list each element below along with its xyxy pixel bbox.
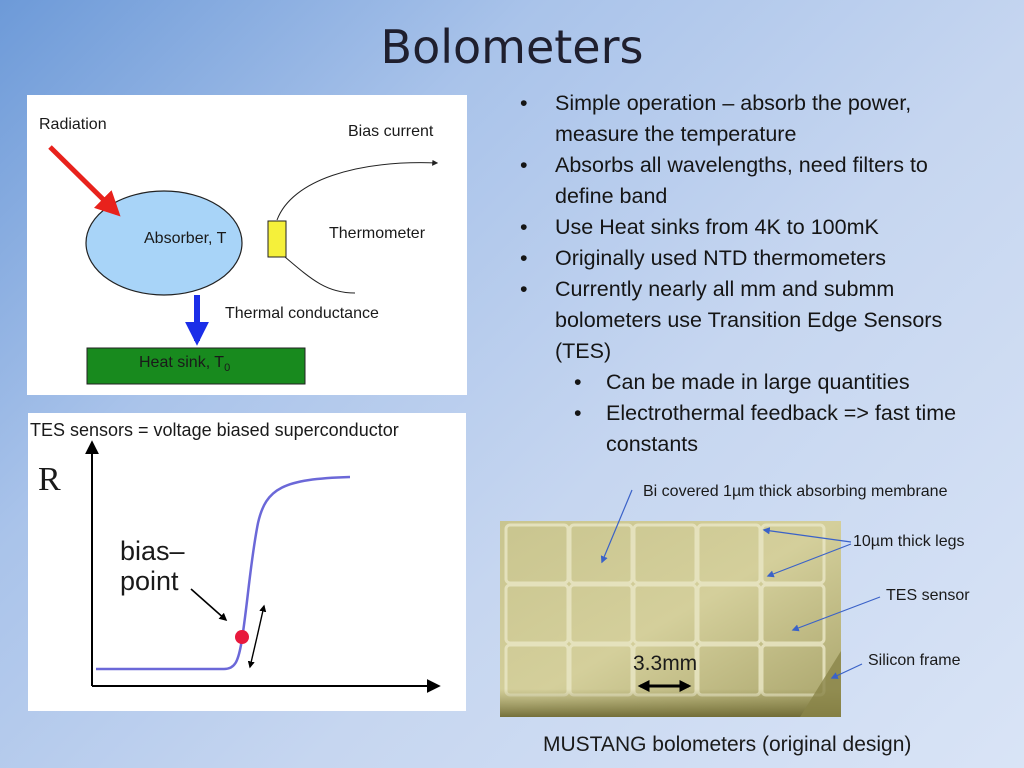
legs-annotation: 10µm thick legs	[853, 533, 965, 550]
bullet-item: Use Heat sinks from 4K to 100mK	[520, 212, 990, 243]
y-axis-label: R	[38, 461, 61, 498]
perturbation-arrow-up	[256, 604, 267, 638]
mustang-bolometer-photo	[500, 521, 841, 717]
bolometer-diagram: Radiation Bias current Absorber, T Therm…	[27, 95, 467, 395]
tes-plot-title: TES sensors = voltage biased superconduc…	[30, 420, 399, 440]
photo-background	[500, 521, 841, 717]
bias-point-label: bias–point	[120, 536, 185, 596]
heat-sink-label: Heat sink, T0	[139, 354, 231, 375]
bias-wire-bottom	[284, 256, 356, 294]
radiation-label: Radiation	[39, 116, 107, 133]
silicon-frame-edge	[500, 689, 841, 717]
bullet-item: Absorbs all wavelengths, need filters to…	[520, 150, 990, 212]
bias-point-marker	[235, 630, 249, 644]
absorber-label: Absorber, T	[144, 230, 227, 247]
perturbation-arrow-down	[247, 636, 258, 669]
sub-bullet-item: Can be made in large quantities	[520, 367, 990, 398]
pixel-grid	[504, 523, 826, 697]
bolometer-diagram-svg	[48, 145, 439, 385]
thermal-conductance-label: Thermal conductance	[225, 305, 379, 322]
bullet-item: Originally used NTD thermometers	[520, 243, 990, 274]
photo-caption: MUSTANG bolometers (original design)	[543, 733, 912, 756]
thermometer-rect	[267, 220, 287, 258]
bias-pointer-arrow	[190, 588, 228, 622]
transition-curve	[96, 475, 351, 671]
bolometer-photo-svg	[500, 521, 841, 717]
heat-sink-subscript: 0	[224, 362, 231, 375]
membrane-annotation: Bi covered 1µm thick absorbing membrane	[643, 483, 948, 500]
bias-current-label: Bias current	[348, 123, 434, 140]
thermometer-label: Thermometer	[329, 225, 426, 242]
bias-wire-top	[276, 159, 439, 221]
scale-label: 3.3mm	[633, 652, 698, 675]
silicon-frame-corner	[800, 651, 841, 717]
bullet-item: Currently nearly all mm and submm bolome…	[520, 274, 990, 367]
bullet-list: Simple operation – absorb the power, mea…	[520, 88, 990, 460]
radiation-arrow	[48, 145, 121, 217]
tes-resistance-plot: TES sensors = voltage biased superconduc…	[28, 413, 466, 711]
bullet-item: Simple operation – absorb the power, mea…	[520, 88, 990, 150]
tes-sensor-annotation: TES sensor	[886, 587, 970, 604]
tes-plot-svg	[85, 440, 441, 693]
slide-title: Bolometers	[380, 20, 644, 74]
absorber-ellipse	[85, 190, 243, 296]
sub-bullet-item: Electrothermal feedback => fast time con…	[520, 398, 990, 460]
silicon-frame-annotation: Silicon frame	[868, 652, 961, 669]
heat-sink-rect	[86, 347, 306, 385]
